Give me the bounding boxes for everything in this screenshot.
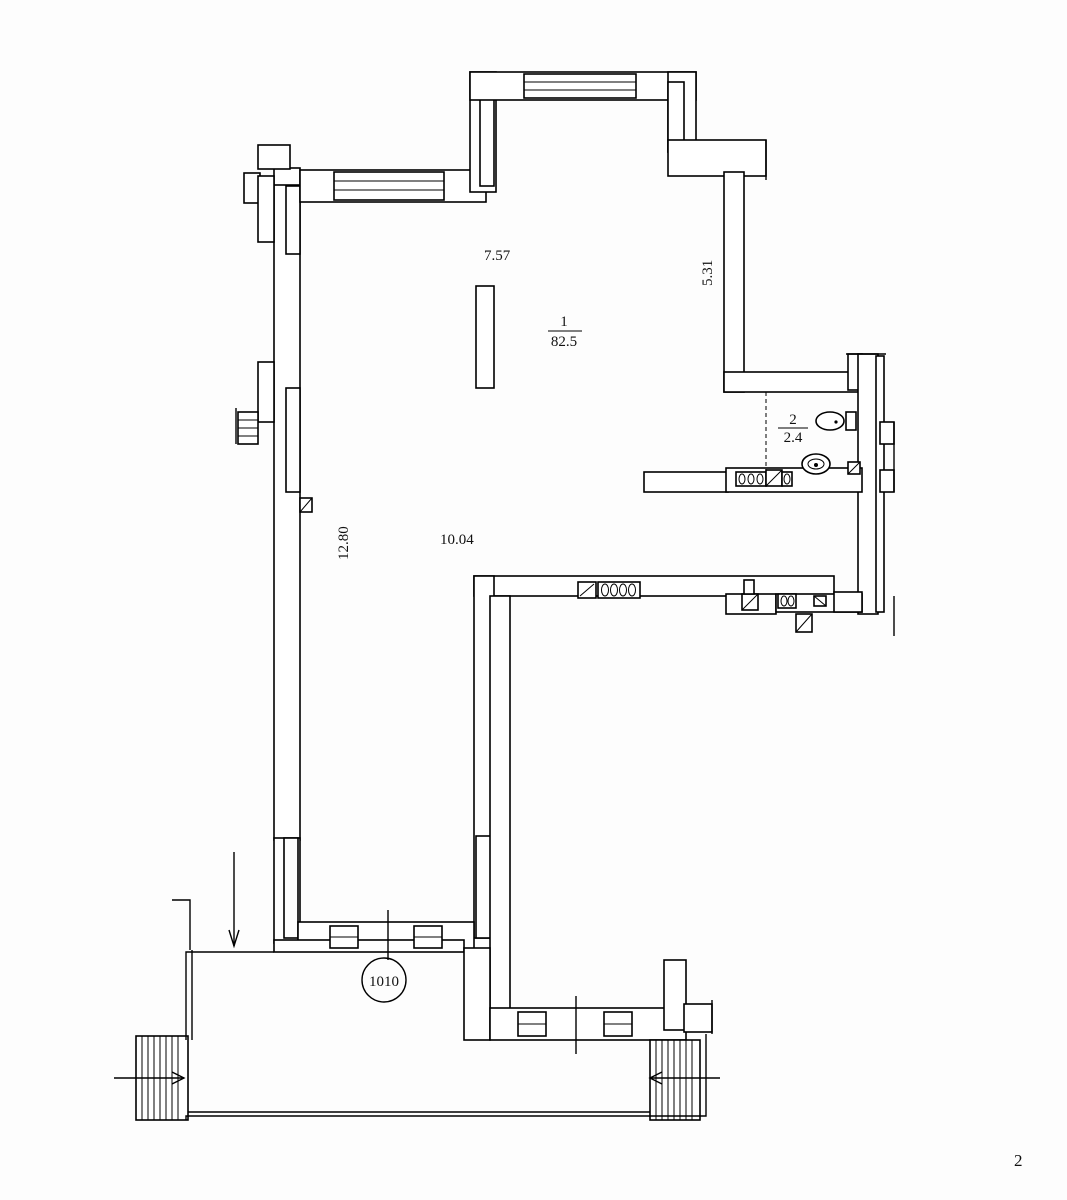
- dimension-top-width: 7.57: [484, 248, 511, 264]
- labels: 7.57 5.31 12.80 10.04 1 82.5 2 2.4: [336, 248, 808, 560]
- partition-wall: [643, 471, 729, 493]
- entrance-arrow-icon: [648, 1071, 663, 1085]
- wall-segment: [879, 469, 895, 493]
- dimension-middle-width: 10.04: [440, 532, 474, 548]
- window-jamb: [257, 361, 275, 423]
- wall-segment: [833, 591, 863, 613]
- washroom-fixtures: [765, 392, 861, 475]
- room-1-number: 1: [560, 314, 568, 330]
- wall-segment: [663, 959, 687, 1031]
- ventilation-duct-icon: [781, 471, 793, 487]
- toilet-icon: [815, 411, 857, 431]
- windows: [329, 73, 637, 1037]
- entrance-arrow-icon: [228, 929, 240, 949]
- middle-wall: [473, 575, 835, 597]
- wall-segment: [257, 144, 291, 170]
- column: [475, 285, 495, 389]
- room-2-area: 2.4: [784, 430, 803, 446]
- window: [333, 171, 445, 201]
- window-jamb: [257, 175, 275, 243]
- left-wall: [273, 184, 301, 841]
- sink-icon: [801, 453, 831, 475]
- section-marker-circle: [361, 957, 407, 1003]
- dimension-right-depth: 5.31: [700, 260, 716, 286]
- wall-segment: [879, 421, 895, 445]
- room-2-number: 2: [789, 412, 797, 428]
- section-marker: 1010: [361, 957, 407, 1003]
- washroom-top-wall: [723, 371, 863, 393]
- section-marker-label: 1010: [369, 974, 399, 990]
- wall-segment: [683, 1003, 713, 1033]
- entrances: [114, 852, 720, 1121]
- wall-segment: [743, 579, 755, 595]
- page-number: 2: [1014, 1151, 1023, 1170]
- vent-ducts: [299, 469, 827, 633]
- window: [523, 73, 637, 99]
- dimension-left-length: 12.80: [336, 526, 352, 560]
- window-jamb: [285, 185, 301, 255]
- right-top-wall: [667, 139, 767, 177]
- right-wing-wall: [489, 595, 511, 1011]
- room-1-area: 82.5: [551, 334, 577, 350]
- window-jamb: [283, 837, 299, 939]
- window-jamb: [285, 387, 301, 493]
- wall-segment: [463, 947, 491, 1041]
- leader-lines: [235, 140, 895, 1054]
- entrance-arrow-icon: [171, 1071, 186, 1085]
- right-wall: [723, 171, 745, 393]
